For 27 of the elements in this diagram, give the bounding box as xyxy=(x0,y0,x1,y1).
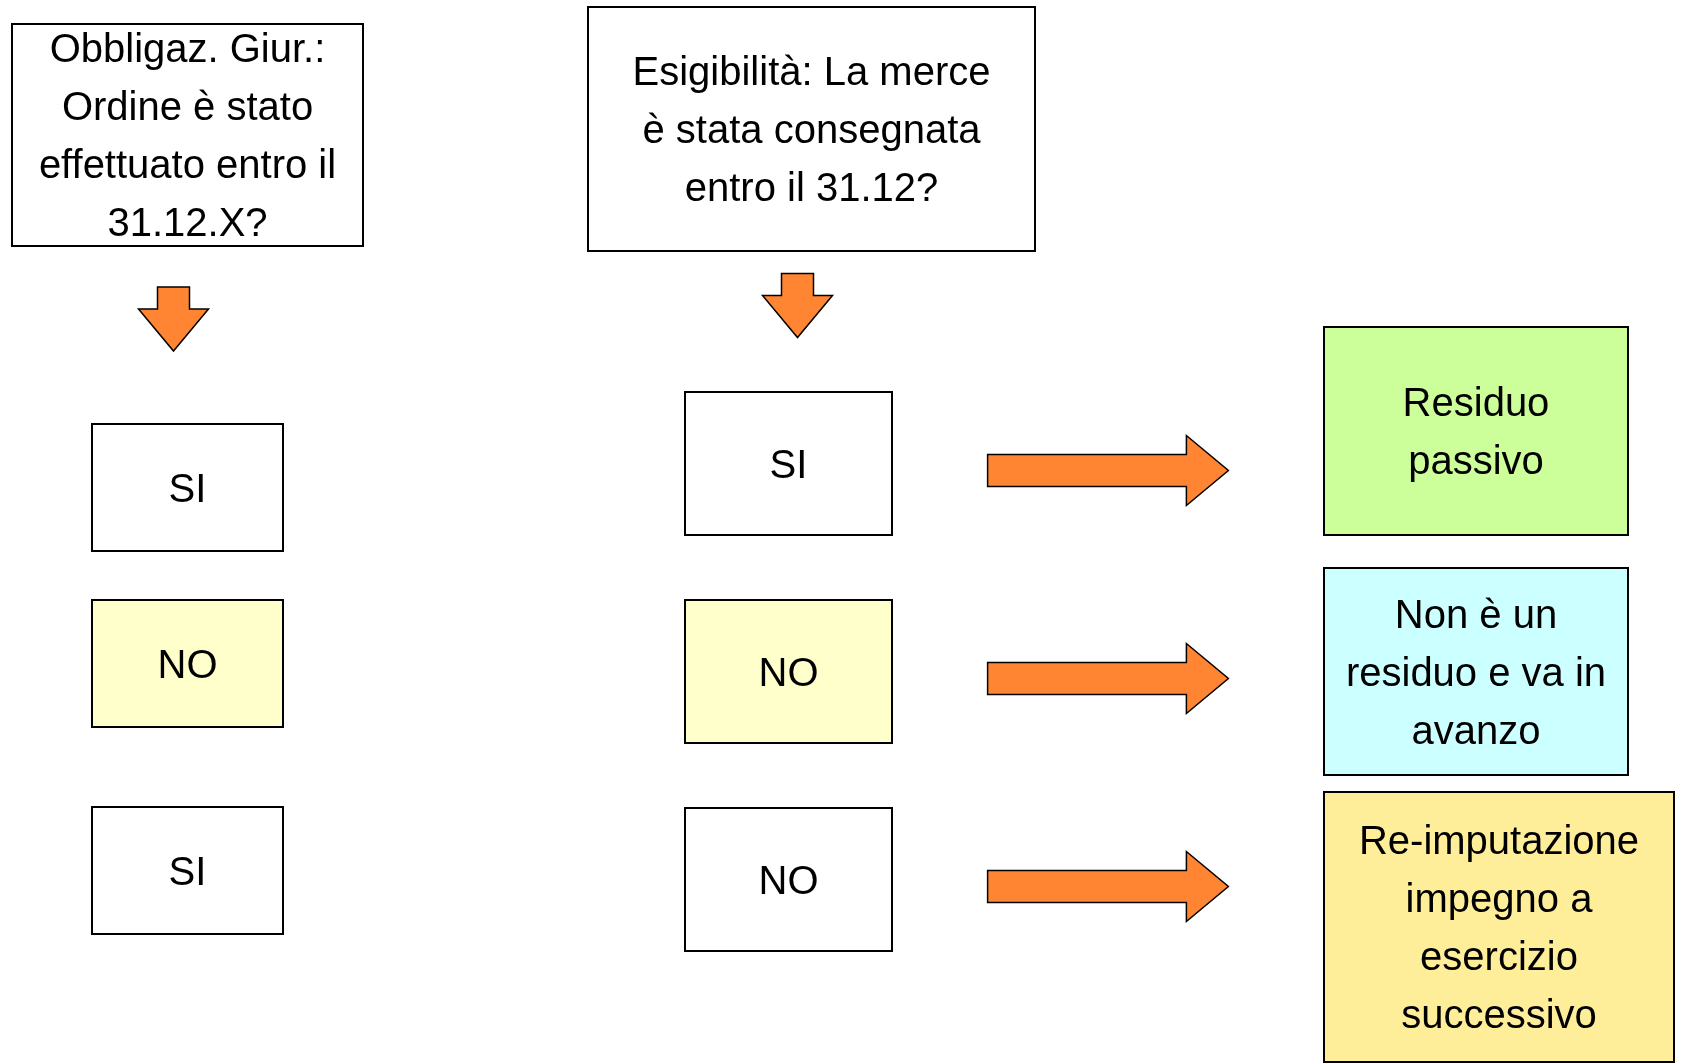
question-box xyxy=(587,6,1036,252)
box-text: NO xyxy=(758,856,819,904)
block-arrow xyxy=(986,641,1230,716)
answer-box xyxy=(91,599,284,728)
answer-box xyxy=(91,423,284,552)
block-arrow xyxy=(986,433,1230,508)
block-arrow xyxy=(760,272,835,339)
box-text: Non è un residuo e va in avanzo xyxy=(1345,590,1607,754)
box-text: Obbligaz. Giur.: Ordine è stato effettuato entro il 31.12.X? xyxy=(37,25,338,246)
box-text: SI xyxy=(168,464,207,512)
question-box xyxy=(11,23,364,247)
box-text: NO xyxy=(758,648,819,696)
answer-box xyxy=(91,806,284,935)
block-arrow xyxy=(136,286,211,353)
answer-box xyxy=(684,391,893,536)
box-text: SI xyxy=(769,440,808,488)
outcome-box xyxy=(1323,326,1629,536)
block-arrow xyxy=(986,849,1230,924)
box-text: Re-imputazione impegno a esercizio successivo xyxy=(1357,817,1641,1038)
outcome-box xyxy=(1323,567,1629,776)
outcome-box xyxy=(1323,791,1675,1063)
box-text: SI xyxy=(168,847,207,895)
box-text: NO xyxy=(157,640,218,688)
box-text: Residuo passivo xyxy=(1401,379,1551,484)
answer-box xyxy=(684,599,893,744)
answer-box xyxy=(684,807,893,952)
box-text: Esigibilità: La merce è stata consegnata entro il 31.12? xyxy=(631,48,992,211)
